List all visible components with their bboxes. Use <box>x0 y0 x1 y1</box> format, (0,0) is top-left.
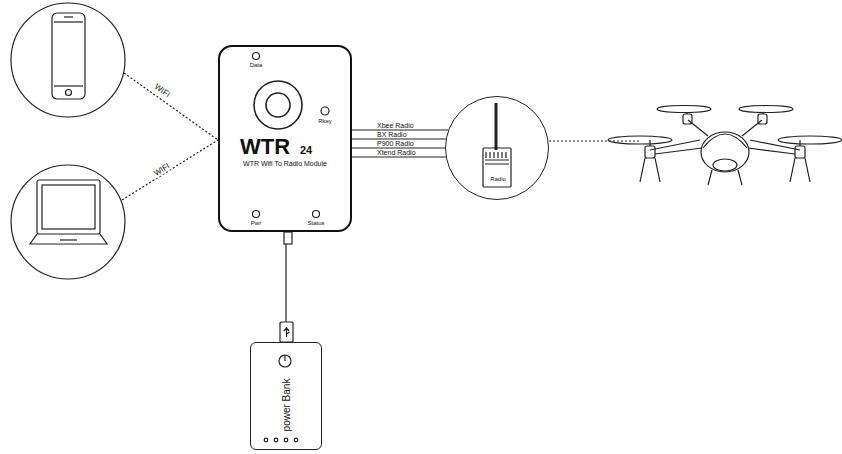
link-label: Xbee Radio <box>376 122 415 129</box>
phone-circle <box>11 3 125 117</box>
wifi-label: WIFI <box>152 82 172 99</box>
module-number: 24 <box>300 145 312 156</box>
power-button <box>279 355 291 367</box>
cable-connector <box>284 232 292 244</box>
laptop-circle <box>11 165 125 279</box>
link-label: Xtend Radio <box>376 149 417 156</box>
led-label: Status <box>307 220 324 226</box>
radio-link <box>549 140 640 141</box>
wifi-label: WIFI <box>152 162 172 179</box>
module-subtitle: WTR Wifi To Radio Module <box>243 160 327 167</box>
module-title: WTR <box>240 136 290 158</box>
drone <box>608 106 842 186</box>
module-box: DataRkeyWTR 24WTR Wifi To Radio ModulePwr… <box>218 45 352 232</box>
radio-circle: Radio <box>445 96 549 200</box>
laptop-icon <box>37 180 100 234</box>
dial <box>254 81 302 129</box>
phone-icon <box>52 13 85 99</box>
usb-plug <box>280 322 293 342</box>
link-label: P900 Radio <box>376 140 415 147</box>
radio-label: Radio <box>489 176 507 182</box>
connector <box>352 156 446 157</box>
antenna <box>495 103 498 150</box>
key-label: Rkey <box>318 118 332 124</box>
wifi-link <box>124 73 218 140</box>
led-label: Pwr <box>251 220 261 226</box>
radio-module <box>483 148 511 187</box>
power-bank-label: power Bank <box>282 379 292 432</box>
link-label: BX Radio <box>376 131 408 138</box>
led-label: Data <box>250 62 263 68</box>
power-bank: power Bank <box>250 342 322 450</box>
wifi-link <box>122 140 218 200</box>
